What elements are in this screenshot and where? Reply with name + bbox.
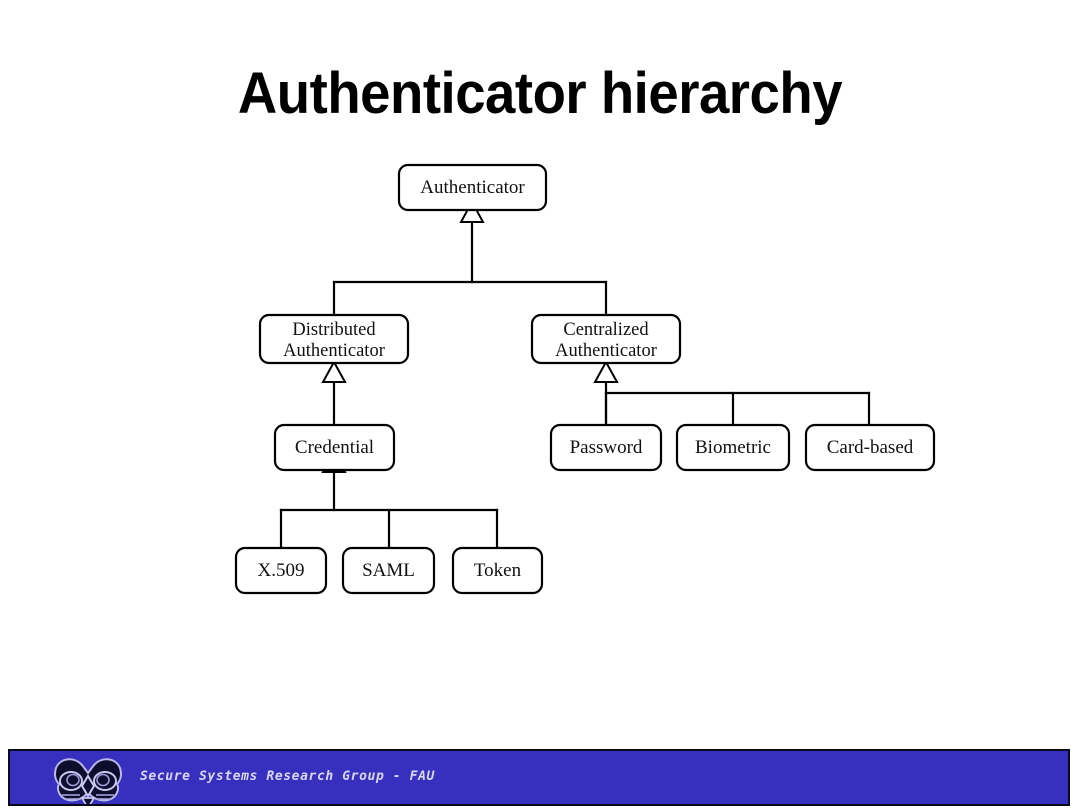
node-distributed-authenticator-box[interactable] xyxy=(258,313,410,365)
node-credential-box[interactable] xyxy=(273,423,396,472)
node-biometric[interactable]: Biometric xyxy=(675,423,791,472)
node-credential-label: Credential xyxy=(295,437,374,458)
node-card-based-label: Card-based xyxy=(827,437,914,458)
node-password-label: Password xyxy=(570,437,643,458)
owl-beak xyxy=(80,774,96,798)
generalization-arrow-centralized xyxy=(593,359,619,383)
edge-group-distributed-children xyxy=(321,359,347,432)
node-x509-box[interactable] xyxy=(234,546,328,595)
node-saml[interactable]: SAML xyxy=(341,546,436,595)
node-card-based-box[interactable] xyxy=(804,423,936,472)
fau-owl-logo-graphic xyxy=(54,758,122,804)
authenticator-hierarchy-diagram: Authenticator Distributed Authenticator … xyxy=(0,140,1080,610)
node-centralized-authenticator[interactable]: Centralized Authenticator xyxy=(530,313,682,365)
page-title: Authenticator hierarchy xyxy=(237,61,843,126)
node-saml-label: SAML xyxy=(362,560,415,581)
node-x509-label: X.509 xyxy=(258,560,305,581)
node-password-box[interactable] xyxy=(549,423,663,472)
diagram-canvas: Authenticator Distributed Authenticator … xyxy=(234,163,936,595)
owl-left-eye-pupil xyxy=(66,773,80,787)
footer-bar: Secure Systems Research Group - FAU xyxy=(8,749,1070,806)
generalization-arrow-distributed xyxy=(321,359,347,383)
node-distributed-authenticator-label-line1: Distributed xyxy=(292,320,376,340)
node-centralized-authenticator-box[interactable] xyxy=(530,313,682,365)
node-token[interactable]: Token xyxy=(451,546,544,595)
node-distributed-authenticator-label-line2: Authenticator xyxy=(283,341,385,361)
node-centralized-authenticator-label-line2: Authenticator xyxy=(555,341,657,361)
node-distributed-authenticator[interactable]: Distributed Authenticator xyxy=(258,313,410,365)
node-card-based[interactable]: Card-based xyxy=(804,423,936,472)
fau-owl-logo xyxy=(50,754,126,804)
node-password[interactable]: Password xyxy=(549,423,663,472)
node-authenticator[interactable]: Authenticator xyxy=(397,163,548,212)
generalization-arrow-authenticator xyxy=(459,199,485,223)
node-authenticator-label: Authenticator xyxy=(420,177,525,198)
node-biometric-box[interactable] xyxy=(675,423,791,472)
node-saml-box[interactable] xyxy=(341,546,436,595)
node-x509[interactable]: X.509 xyxy=(234,546,328,595)
node-credential[interactable]: Credential xyxy=(273,423,396,472)
node-centralized-authenticator-label-line1: Centralized xyxy=(563,320,649,340)
edge-group-centralized-children xyxy=(593,359,871,427)
owl-right-eye-pupil xyxy=(96,773,110,787)
node-token-box[interactable] xyxy=(451,546,544,595)
node-biometric-label: Biometric xyxy=(695,437,771,458)
node-authenticator-box[interactable] xyxy=(397,163,548,212)
owl-tuft xyxy=(80,797,96,804)
owl-feather-lines xyxy=(62,794,114,800)
footer-attribution-text: Secure Systems Research Group - FAU xyxy=(140,769,435,784)
node-token-label: Token xyxy=(474,560,522,581)
edge-group-authenticator-children xyxy=(332,199,608,317)
